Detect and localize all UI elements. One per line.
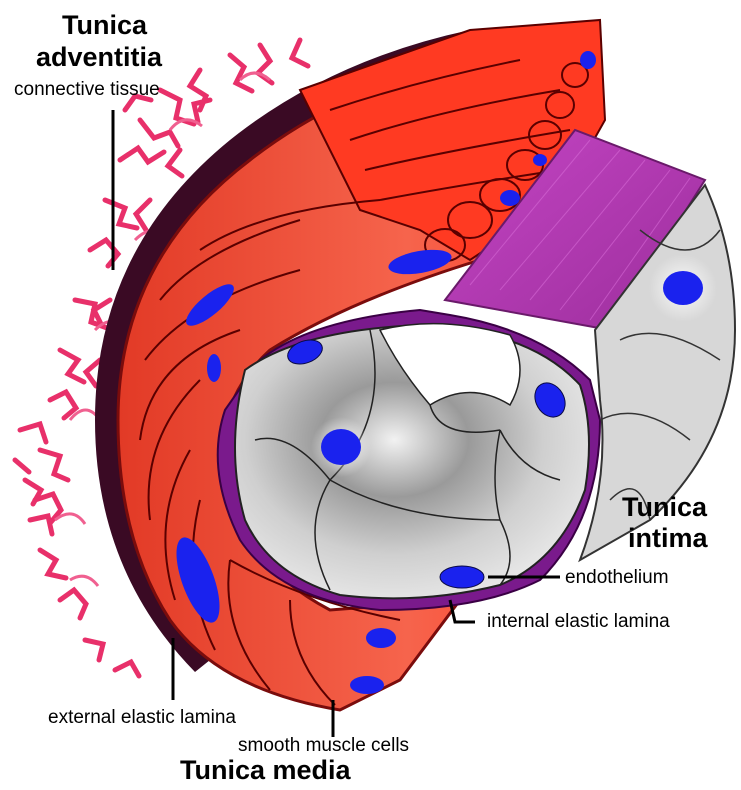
tunica-media-title: Tunica media xyxy=(180,757,351,784)
tunica-intima-title-line1: Tunica xyxy=(622,494,707,521)
connective-tissue-label: connective tissue xyxy=(14,80,160,99)
smooth-muscle-cells-label: smooth muscle cells xyxy=(238,736,409,755)
endothelium-label: endothelium xyxy=(565,568,669,587)
endothelial-nucleus xyxy=(663,271,703,305)
external-elastic-lamina-label: external elastic lamina xyxy=(48,708,236,727)
tunica-intima-title-line2: intima xyxy=(628,525,708,552)
tunica-adventitia-title-line1: Tunica xyxy=(62,12,147,39)
internal-elastic-lamina-label: internal elastic lamina xyxy=(487,612,670,631)
lumen-endothelial-nucleus xyxy=(321,429,361,465)
tunica-adventitia-title-line2: adventitia xyxy=(36,44,162,71)
